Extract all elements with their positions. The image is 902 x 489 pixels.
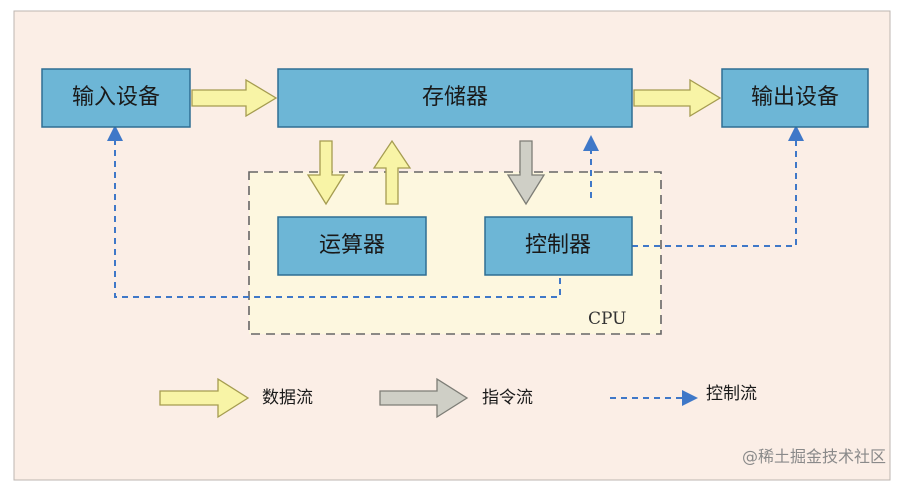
legend-instruction-flow-arrow	[379, 377, 469, 419]
legend-control-flow-label: 控制流	[706, 384, 757, 404]
legend: 数据流 指令流 控制流	[159, 377, 757, 419]
watermark: @稀土掘金技术社区	[742, 447, 886, 466]
input-device-box	[41, 68, 191, 128]
cpu-label: CPU	[588, 309, 626, 329]
input-device-label: 输入设备	[72, 85, 160, 110]
data-arrow-input-to-memory	[191, 78, 278, 118]
memory-label: 存储器	[422, 85, 488, 110]
data-arrow-memory-to-output	[633, 78, 722, 118]
alu-box	[277, 216, 427, 276]
controller-box	[484, 216, 633, 276]
output-device-label: 输出设备	[751, 85, 839, 110]
instruction-arrow-memory-to-controller	[506, 140, 546, 206]
legend-instruction-flow-label: 指令流	[482, 388, 533, 408]
legend-data-flow-label: 数据流	[262, 388, 313, 408]
legend-data-flow-arrow	[159, 377, 250, 419]
controller-label: 控制器	[525, 233, 591, 258]
data-arrow-alu-to-memory	[372, 139, 412, 205]
memory-box	[277, 68, 633, 128]
data-arrow-memory-to-alu	[306, 140, 346, 206]
output-device-box	[721, 68, 869, 128]
alu-label: 运算器	[319, 233, 385, 258]
